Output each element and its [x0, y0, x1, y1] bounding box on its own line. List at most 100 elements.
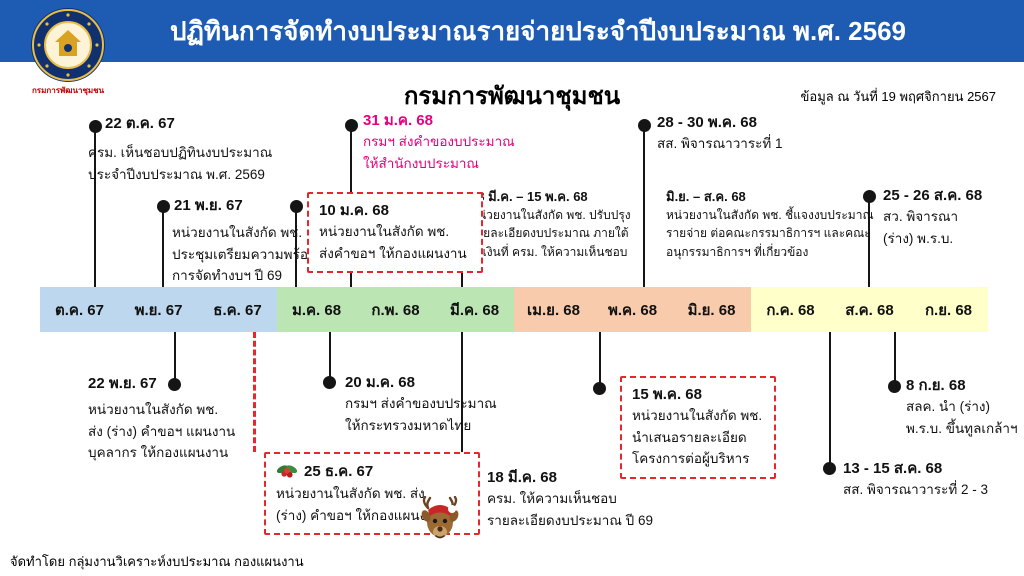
event-dot — [638, 119, 651, 132]
event-above-aug2526: 25 - 26 ส.ค. 68 สว. พิจารณา (ร่าง) พ.ร.บ… — [883, 186, 982, 249]
event-dot — [823, 462, 836, 475]
event-connector-line — [94, 127, 96, 287]
event-text: สส. พิจารณาวาระที่ 2 - 3 — [843, 482, 989, 498]
event-dot — [157, 200, 170, 213]
event-connector-line — [295, 207, 297, 287]
event-date: 8 ก.ย. 68 — [906, 377, 966, 394]
event-below-sep8: 8 ก.ย. 68 สลค. นำ (ร่าง) พ.ร.บ. ขึ้นทูลเ… — [906, 376, 1018, 439]
event-date: มิ.ย. – ส.ค. 68 — [666, 189, 746, 204]
org-name: กรมการพัฒนาชุมชน — [403, 83, 621, 110]
event-text: รายจ่าย ต่อคณะกรรมาธิการฯ และคณะ — [666, 226, 871, 241]
event-text: กรมฯ ส่งคำของบประมาณ — [345, 396, 497, 412]
event-connector-line — [162, 207, 164, 287]
timeline-month-jun68: มิ.ย. 68 — [672, 287, 751, 332]
event-connector-line — [461, 332, 463, 462]
page-title: ปฏิทินการจัดทำงบประมาณรายจ่ายประจำปีงบปร… — [169, 16, 907, 46]
event-text: บุคลากร ให้กองแผนงาน — [88, 445, 229, 461]
event-date: 21 พ.ย. 67 — [174, 197, 243, 214]
event-text: ครม. ให้ความเห็นชอบ — [487, 491, 617, 507]
event-dot — [863, 190, 876, 203]
event-below-aug1315: 13 - 15 ส.ค. 68 สส. พิจารณาวาระที่ 2 - 3 — [843, 459, 988, 501]
event-dot — [168, 378, 181, 391]
department-seal-icon — [31, 8, 105, 82]
header-band — [0, 0, 1024, 62]
event-dot — [290, 200, 303, 213]
department-seal: กรมการพัฒนาชุมชน — [28, 6, 108, 106]
event-date: 31 ม.ค. 68 — [363, 112, 433, 129]
event-above-jan10-box: 10 ม.ค. 68 หน่วยงานในสังกัด พช. ส่งคำขอฯ… — [307, 192, 483, 274]
footer-credit: จัดทำโดย กลุ่มงานวิเคราะห์งบประมาณ กองแผ… — [10, 554, 304, 569]
event-text: กรมฯ ส่งคำของบประมาณ — [363, 134, 515, 150]
event-dot — [593, 382, 606, 395]
event-below-jan20: 20 ม.ค. 68 กรมฯ ส่งคำของบประมาณ ให้กระทร… — [345, 373, 497, 436]
event-dot — [89, 120, 102, 133]
event-text: การจัดทำงบฯ ปี 69 — [172, 268, 282, 284]
event-below-nov22: 22 พ.ย. 67 — [88, 374, 157, 394]
event-text: หน่วยงานในสังกัด พช. ปรับปรุง — [470, 207, 631, 222]
event-above-jan31: 31 ม.ค. 68 กรมฯ ส่งคำของบประมาณ ให้สำนัก… — [363, 111, 515, 174]
event-text: ประชุมเตรียมความพร้อม — [172, 246, 317, 262]
event-text: หน่วยงานในสังกัด พช. — [172, 225, 303, 240]
event-connector-line — [329, 332, 331, 378]
timeline-month-nov67: พ.ย. 67 — [119, 287, 198, 332]
event-date: 28 - 30 พ.ค. 68 — [657, 114, 757, 131]
event-below-mar18: 18 มี.ค. 68 ครม. ให้ความเห็นชอบ รายละเอี… — [487, 468, 653, 531]
event-text: (ร่าง) พ.ร.บ. — [883, 230, 954, 246]
event-above-mar18may15: 18 มี.ค. – 15 พ.ค. 68 หน่วยงานในสังกัด พ… — [470, 188, 631, 261]
event-date: 20 ม.ค. 68 — [345, 374, 415, 391]
event-connector-line — [868, 197, 870, 287]
timeline-month-may68: พ.ค. 68 — [593, 287, 672, 332]
timeline-month-sep68: ก.ย. 68 — [909, 287, 988, 332]
event-date: 25 - 26 ส.ค. 68 — [883, 187, 983, 204]
reindeer-icon — [418, 495, 462, 549]
event-date: 25 ธ.ค. 67 — [304, 462, 374, 480]
event-text: รายละเอียดงบประมาณ ปี 69 — [487, 512, 653, 528]
event-date: 15 พ.ค. 68 — [632, 386, 702, 403]
event-text: (ร่าง) คำขอฯ ให้กองแผนงาน — [276, 507, 444, 523]
event-date: 10 ม.ค. 68 — [319, 202, 389, 219]
event-text: หน่วยงานในสังกัด พช. — [319, 224, 450, 240]
event-connector-line — [894, 332, 896, 382]
event-text: โครงการต่อผู้บริหาร — [632, 451, 750, 467]
event-text: หน่วยงานในสังกัด พช. — [88, 402, 219, 417]
event-text: ประจำปีงบประมาณ พ.ศ. 2569 — [88, 166, 265, 182]
holly-icon — [276, 465, 298, 478]
event-text: ให้กระทรวงมหาดไทย — [345, 417, 472, 433]
event-connector-line — [643, 126, 645, 287]
event-above-nov21-desc: หน่วยงานในสังกัด พช. ประชุมเตรียมความพร้… — [172, 222, 317, 287]
event-text: ครม. เห็นชอบปฏิทินงบประมาณ — [88, 145, 273, 160]
event-text: นำเสนอรายละเอียด — [632, 429, 747, 445]
event-text: หน่วยงานในสังกัด พช. — [632, 408, 763, 424]
event-date: 13 - 15 ส.ค. 68 — [843, 460, 943, 477]
event-connector-line — [829, 332, 831, 464]
event-above-nov21: 21 พ.ย. 67 — [174, 196, 243, 216]
timeline-month-mar68: มี.ค. 68 — [435, 287, 514, 332]
event-connector-line-dashed — [253, 332, 256, 452]
event-date: 22 ต.ค. 67 — [105, 115, 175, 132]
event-text: วงเงินที่ ครม. ให้ความเห็นชอบ — [470, 244, 628, 259]
event-text: หน่วยงานในสังกัด พช. ชี้แจงงบประมาณ — [666, 207, 874, 222]
timeline-month-dec67: ธ.ค. 67 — [198, 287, 277, 332]
event-dot — [888, 380, 901, 393]
event-text: รายละเอียดงบประมาณ ภายใต้ — [470, 226, 629, 241]
event-date: 18 มี.ค. 68 — [487, 469, 557, 486]
event-text: สว. พิจารณา — [883, 209, 959, 225]
timeline-month-jan68: ม.ค. 68 — [277, 287, 356, 332]
event-above-junaug: มิ.ย. – ส.ค. 68 หน่วยงานในสังกัด พช. ชี้… — [666, 188, 874, 261]
timeline-month-feb68: ก.พ. 68 — [356, 287, 435, 332]
event-date: 22 พ.ย. 67 — [88, 375, 157, 392]
event-above-oct22-desc: ครม. เห็นชอบปฏิทินงบประมาณ ประจำปีงบประม… — [88, 142, 272, 185]
event-below-nov22-desc: หน่วยงานในสังกัด พช. ส่ง (ร่าง) คำขอฯ แผ… — [88, 399, 235, 464]
event-text: พ.ร.บ. ขึ้นทูลเกล้าฯ — [906, 420, 1018, 436]
event-text: หน่วยงานในสังกัด พช. ส่ง — [276, 486, 425, 501]
timeline-month-aug68: ส.ค. 68 — [830, 287, 909, 332]
timeline-month-oct67: ต.ค. 67 — [40, 287, 119, 332]
event-text: ส่ง (ร่าง) คำขอฯ แผนงาน — [88, 423, 236, 439]
event-date: 18 มี.ค. – 15 พ.ค. 68 — [470, 189, 588, 204]
event-text: สส. พิจารณาวาระที่ 1 — [657, 136, 783, 152]
event-above-may2830: 28 - 30 พ.ค. 68 สส. พิจารณาวาระที่ 1 — [657, 113, 783, 155]
event-dot — [345, 119, 358, 132]
event-dot — [323, 376, 336, 389]
data-as-of-date: ข้อมูล ณ วันที่ 19 พฤศจิกายน 2567 — [800, 89, 996, 104]
